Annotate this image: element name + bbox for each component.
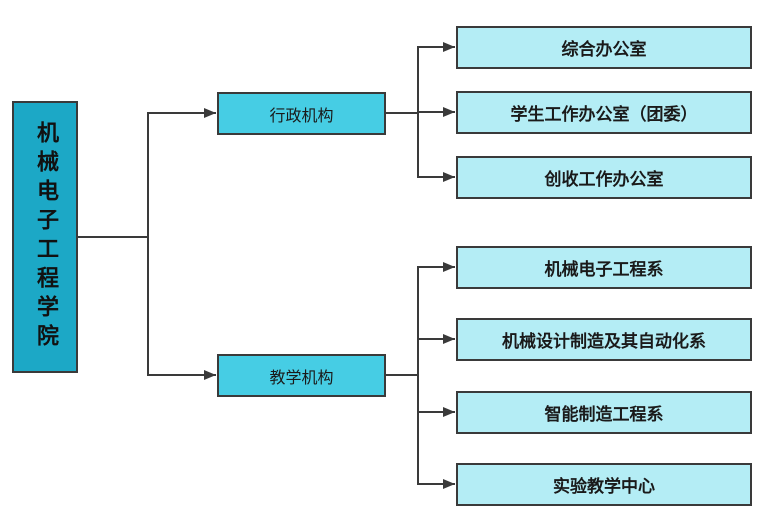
- leaf-node-admin-3: 创收工作办公室: [456, 156, 752, 199]
- leaf-node-admin-1: 综合办公室: [456, 26, 752, 69]
- leaf-node-label: 创收工作办公室: [544, 170, 664, 190]
- root-node: 机械电子工程学院: [12, 101, 78, 373]
- leaf-node-teaching-3: 智能制造工程系: [456, 391, 752, 434]
- branch-node-teaching-label: 教学机构: [269, 367, 334, 387]
- leaf-node-label: 机械电子工程系: [544, 260, 664, 280]
- leaf-node-label: 智能制造工程系: [544, 405, 664, 425]
- branch-node-admin-label: 行政机构: [269, 105, 334, 125]
- leaf-node-admin-2: 学生工作办公室（团委）: [456, 91, 752, 134]
- leaf-node-teaching-2: 机械设计制造及其自动化系: [456, 318, 752, 361]
- leaf-node-label: 实验教学中心: [553, 477, 655, 497]
- root-node-label: 机械电子工程学院: [33, 121, 58, 353]
- leaf-node-label: 学生工作办公室（团委）: [510, 105, 698, 125]
- branch-node-teaching: 教学机构: [217, 354, 386, 397]
- leaf-node-label: 综合办公室: [561, 40, 647, 60]
- leaf-node-teaching-4: 实验教学中心: [456, 463, 752, 506]
- branch-node-admin: 行政机构: [217, 92, 386, 135]
- leaf-node-label: 机械设计制造及其自动化系: [502, 332, 706, 352]
- leaf-node-teaching-1: 机械电子工程系: [456, 246, 752, 289]
